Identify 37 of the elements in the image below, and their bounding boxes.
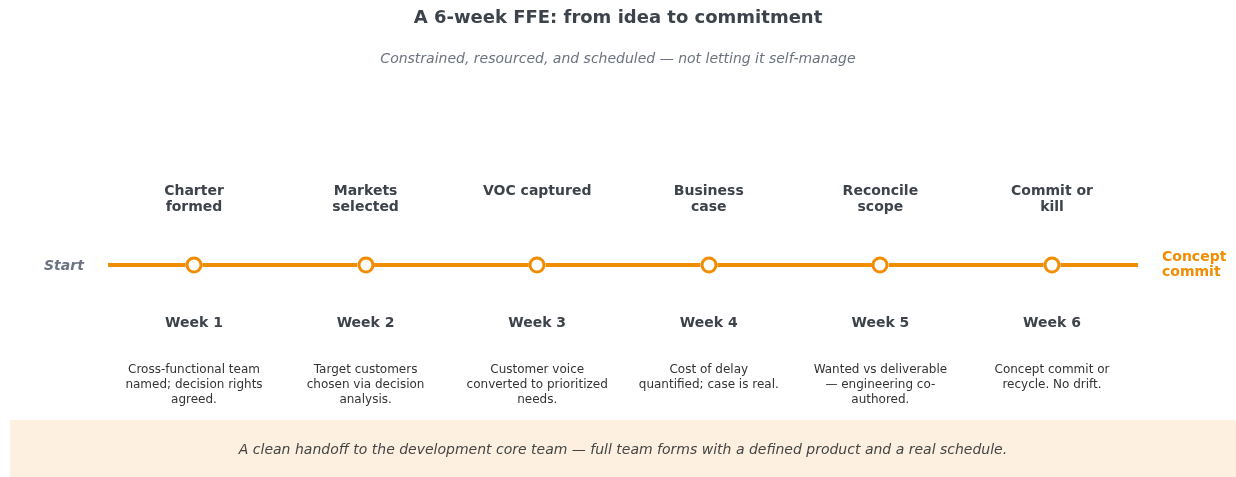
milestone-title: Markets selected — [331, 182, 400, 214]
milestone-circle — [699, 256, 718, 274]
milestone-title: Business case — [672, 182, 745, 214]
start-label: Start — [44, 257, 108, 273]
milestone-title: Commit or kill — [1010, 182, 1094, 214]
milestone-description: Wanted vs deliverable — engineering co-authored. — [812, 362, 949, 407]
timeline-line — [717, 263, 872, 267]
milestone-circle — [356, 256, 375, 274]
week-label: Week 5 — [850, 314, 911, 330]
week-label: Week 1 — [164, 314, 224, 330]
milestone-circle — [1043, 256, 1061, 274]
timeline-line — [202, 263, 358, 267]
timeline-line — [545, 263, 701, 267]
week-label: Week 3 — [507, 314, 568, 330]
milestone-circle — [871, 256, 890, 274]
milestone-description: Customer voice converted to prioritized needs. — [465, 362, 609, 407]
week-label: Week 6 — [1022, 314, 1082, 330]
timeline-line — [888, 263, 1044, 267]
subtitle: Constrained, resourced, and scheduled — not letting it self-manage — [379, 50, 857, 66]
week-label: Week 4 — [678, 314, 739, 330]
milestone-title: Reconcile scope — [841, 182, 920, 214]
milestone-title: Charter formed — [163, 182, 225, 214]
timeline-line — [374, 263, 529, 267]
timeline-line — [108, 263, 186, 267]
milestone-title: VOC captured — [482, 182, 593, 198]
footer-note: A clean handoff to the development core team — full team forms with a defined product and a real schedule. — [238, 440, 1008, 457]
footer-band — [10, 420, 1236, 477]
milestone-description: Cross-functional team named; decision rights agreed. — [124, 362, 264, 407]
milestone-description: Cost of delay quantified; case is real. — [637, 362, 780, 392]
week-label: Week 2 — [335, 314, 396, 330]
milestone-circle — [528, 256, 547, 274]
milestone-circle — [185, 256, 203, 274]
title: A 6-week FFE: from idea to commitment — [412, 6, 824, 27]
end-label: Concept commit — [1138, 249, 1236, 279]
milestone-description: Target customers chosen via decision analysis. — [305, 362, 426, 407]
timeline-line — [1060, 263, 1138, 267]
milestone-description: Concept commit or recycle. No drift. — [993, 362, 1111, 392]
